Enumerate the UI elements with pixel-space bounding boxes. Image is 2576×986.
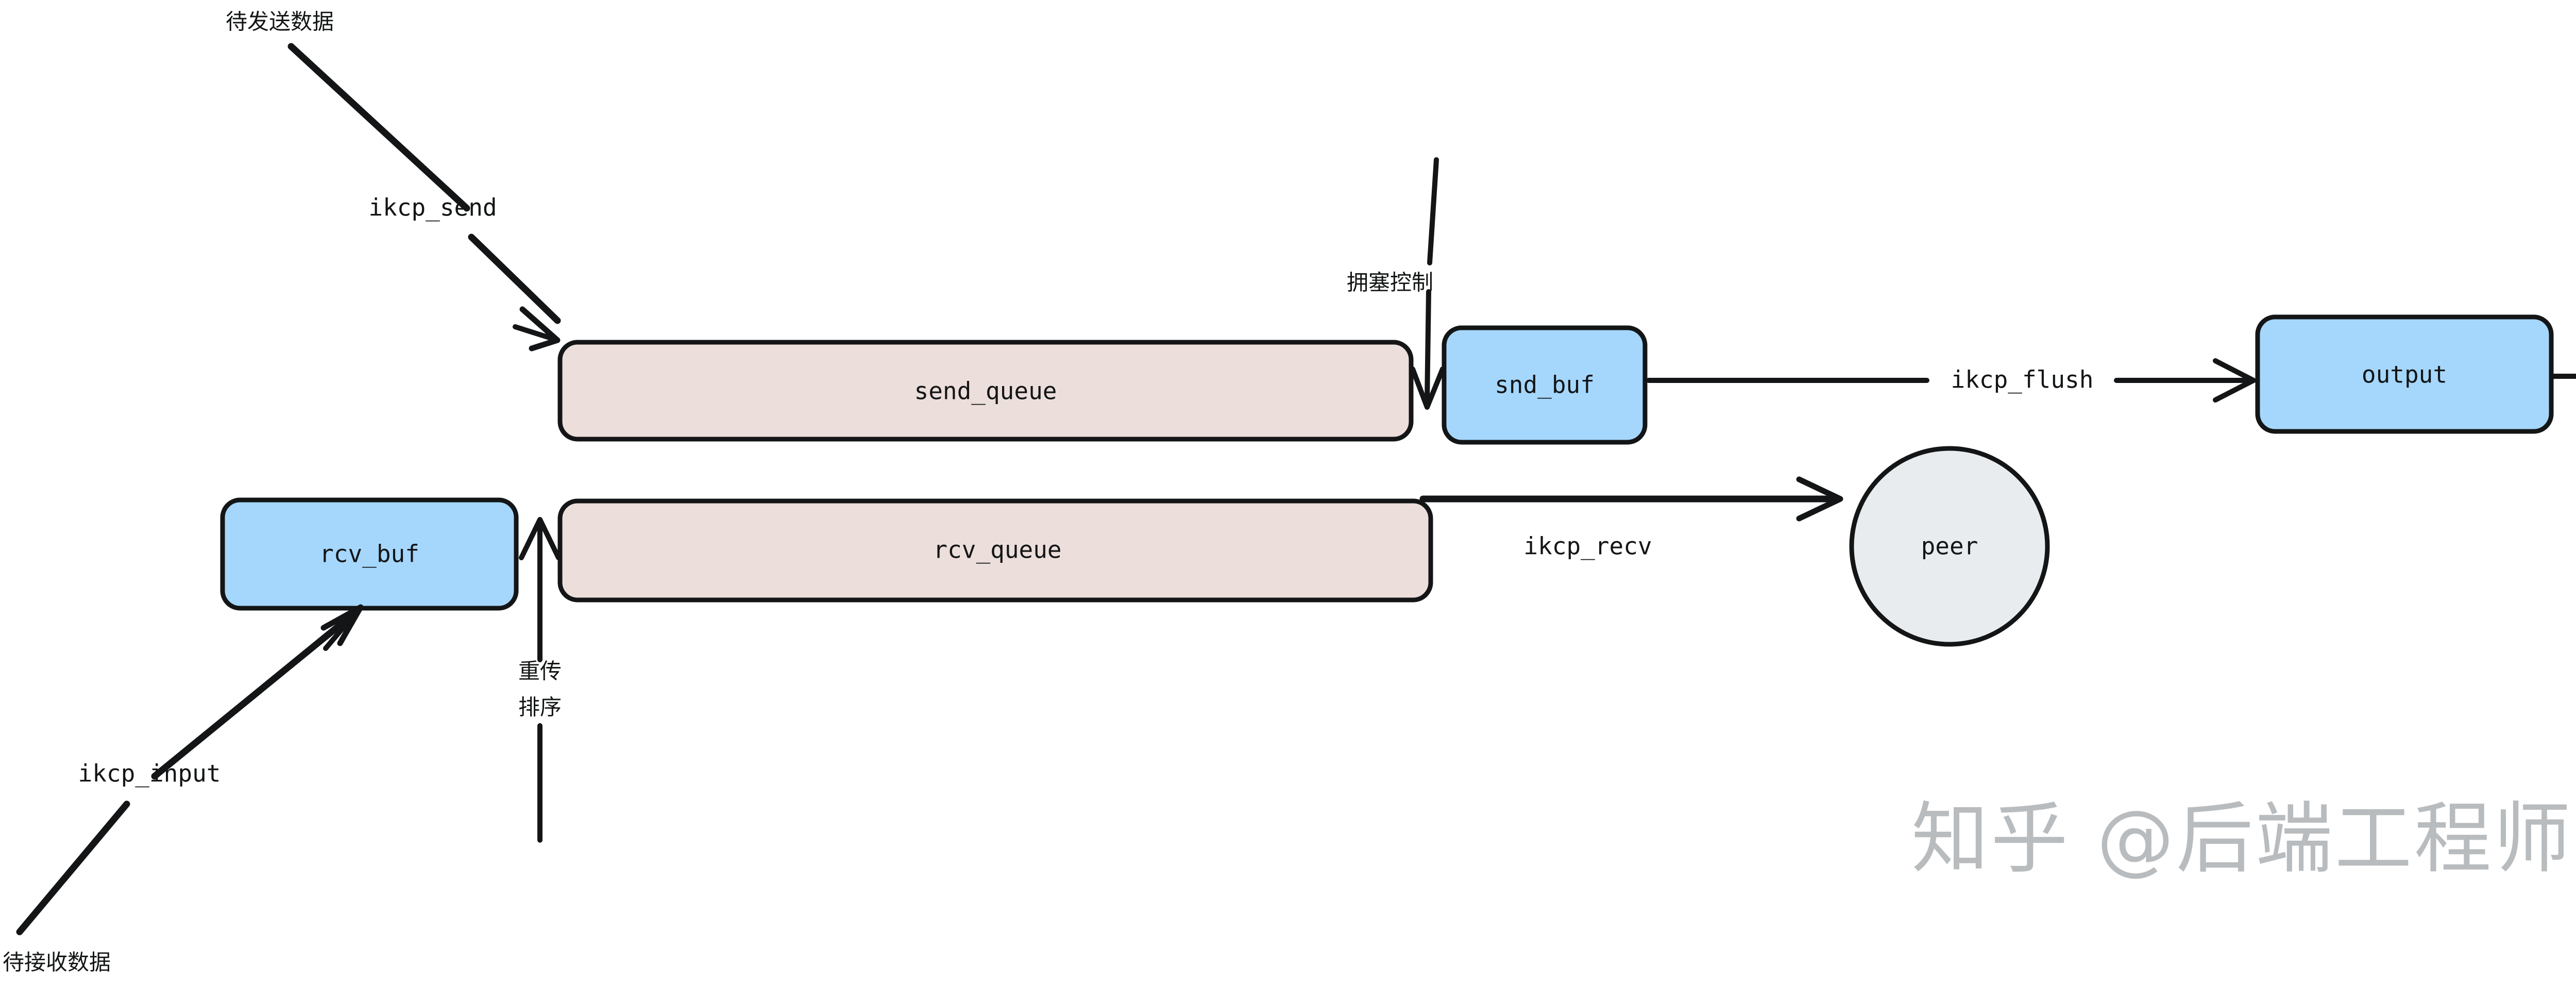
rcv-buf-shape xyxy=(220,497,519,611)
peer-middle-label: peer xyxy=(1921,532,1978,560)
ikcp-input-arrowhead-barb xyxy=(323,605,363,651)
send-queue-label: send_queue xyxy=(914,377,1057,405)
node-peer-middle[interactable]: peer xyxy=(1849,446,2050,647)
label-ikcp-send: ikcp_send xyxy=(368,194,497,222)
node-snd-buf[interactable]: snd_buf xyxy=(1442,325,1648,445)
ikcp-send-line-lower xyxy=(468,233,561,324)
ikcp-send-arrowhead-barb xyxy=(513,324,560,343)
output-label: output xyxy=(2362,361,2447,389)
node-rcv-buf[interactable]: rcv_buf xyxy=(220,497,519,611)
edge-data xyxy=(2550,374,2576,379)
watermark-label: 知乎 @后端工程师 Hedon xyxy=(1911,794,2576,884)
node-output[interactable]: output xyxy=(2255,314,2554,434)
ikcp-send-line-upper xyxy=(287,43,470,212)
edge-ikcp-flush xyxy=(1646,358,2256,403)
edge-congestion-control xyxy=(1410,157,1445,410)
label-congestion-control: 拥塞控制 xyxy=(1347,270,1433,295)
label-reorder: 排序 xyxy=(518,695,562,720)
congestion-line-upper xyxy=(1427,157,1439,265)
rcv-queue-label: rcv_queue xyxy=(933,536,1061,564)
snd-buf-label: snd_buf xyxy=(1495,371,1595,399)
rcv-buf-label: rcv_buf xyxy=(319,540,419,568)
congestion-arrowhead xyxy=(1410,366,1445,410)
congestion-line-lower xyxy=(1425,289,1431,404)
send-queue-shape xyxy=(557,340,1414,442)
snd-buf-shape xyxy=(1442,325,1648,445)
label-retransmit: 重传 xyxy=(518,659,562,684)
edge-ikcp-input xyxy=(16,604,364,935)
edge-ikcp-recv xyxy=(1419,476,1843,522)
ikcp-flush-arrowhead xyxy=(2213,358,2256,403)
node-send-queue[interactable]: send_queue xyxy=(557,340,1414,442)
retransmit-arrowhead xyxy=(519,517,561,560)
rcv-queue-shape xyxy=(557,498,1433,603)
label-pending-send-data: 待发送数据 xyxy=(226,9,334,35)
edge-retransmit-reorder xyxy=(519,517,561,843)
ikcp-input-line-upper xyxy=(151,609,359,780)
edge-ikcp-send xyxy=(287,43,561,352)
ikcp-recv-arrowhead xyxy=(1796,476,1843,522)
node-rcv-queue[interactable]: rcv_queue xyxy=(557,498,1433,603)
label-ikcp-input: ikcp_input xyxy=(78,760,221,788)
label-pending-recv-data: 待接收数据 xyxy=(3,950,111,975)
peer-middle-shape xyxy=(1849,446,2050,647)
label-ikcp-flush: ikcp_flush xyxy=(1951,366,2094,394)
label-ikcp-recv: ikcp_recv xyxy=(1523,532,1652,560)
ikcp-input-line-lower xyxy=(16,800,130,935)
